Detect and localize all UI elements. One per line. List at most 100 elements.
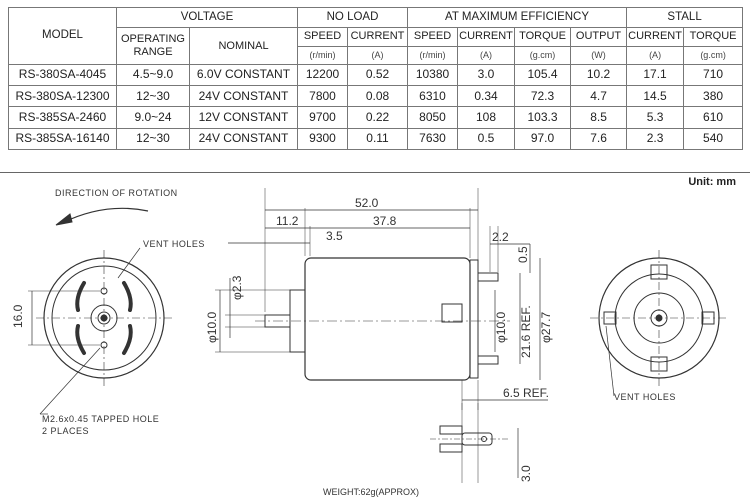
header-eff-speed: SPEED — [407, 27, 459, 47]
dim-52-0: 52.0 — [355, 196, 379, 210]
table-cell: 12200 — [297, 63, 348, 87]
table-cell: 24V CONSTANT — [189, 127, 298, 151]
table-cell: 9.0~24 — [116, 106, 190, 129]
table-cell: 0.22 — [346, 106, 409, 129]
unit-stall-current: (A) — [626, 45, 685, 65]
table-cell: 72.3 — [514, 85, 572, 108]
model-cell: RS-380SA-4045 — [8, 63, 117, 87]
side-view — [215, 188, 548, 410]
unit-eff-torque: (g.cm) — [514, 45, 572, 65]
unit-stall-torque: (g.cm) — [683, 45, 744, 65]
table-cell: 7.6 — [570, 127, 628, 151]
model-cell: RS-385SA-2460 — [8, 106, 117, 129]
table-cell: 3.0 — [457, 63, 516, 87]
vent-holes-label-left: VENT HOLES — [143, 239, 205, 249]
table-cell: 5.3 — [626, 106, 685, 129]
table-cell: 105.4 — [514, 63, 572, 87]
unit-eff-current: (A) — [457, 45, 516, 65]
table-cell: 9300 — [297, 127, 348, 151]
table-cell: 10380 — [407, 63, 459, 87]
direction-of-rotation-label: DIRECTION OF ROTATION — [55, 188, 178, 198]
table-cell: 14.5 — [626, 85, 685, 108]
dim-dia-27-7: φ27.7 — [539, 312, 553, 343]
dim-2-2: 2.2 — [492, 230, 509, 244]
table-cell: 12~30 — [116, 85, 190, 108]
rotation-arrow-head — [55, 213, 73, 226]
header-model: MODEL — [8, 7, 117, 65]
table-cell: 8.5 — [570, 106, 628, 129]
terminal-bottom — [477, 355, 499, 365]
table-cell: 0.08 — [346, 85, 409, 108]
table-cell: 4.7 — [570, 85, 628, 108]
end-cap — [469, 259, 479, 379]
table-cell: 9700 — [297, 106, 348, 129]
header-stall: STALL — [626, 6, 744, 29]
table-cell: 17.1 — [626, 63, 685, 87]
unit-eff-speed: (r/min) — [407, 45, 459, 65]
rotation-arc — [61, 207, 149, 224]
table-cell: 540 — [683, 127, 744, 151]
table-cell: 380 — [683, 85, 744, 108]
header-operating-range: OPERATING RANGE — [116, 27, 190, 65]
header-max-efficiency: AT MAXIMUM EFFICIENCY — [407, 6, 628, 29]
table-cell: 0.5 — [457, 127, 516, 151]
dim-3-5: 3.5 — [326, 229, 343, 243]
table-cell: 0.52 — [346, 63, 409, 87]
spec-table: MODEL VOLTAGE NO LOAD AT MAXIMUM EFFICIE… — [8, 6, 744, 151]
dim-16-0: 16.0 — [11, 304, 25, 328]
motor-can — [304, 257, 471, 381]
dim-37-8: 37.8 — [373, 214, 397, 228]
header-no-load: NO LOAD — [296, 6, 409, 29]
unit-eff-output: (W) — [570, 45, 628, 65]
header-voltage: VOLTAGE — [116, 6, 298, 29]
table-cell: 710 — [683, 63, 744, 87]
unit-note: Unit: mm — [688, 176, 736, 188]
right-vent-hole-1 — [603, 311, 617, 325]
terminal-detail — [430, 403, 519, 483]
table-cell: 97.0 — [514, 127, 572, 151]
weight-note: WEIGHT:62g(APPROX) — [323, 487, 420, 497]
table-cell: 12V CONSTANT — [189, 106, 298, 129]
section-divider — [0, 172, 750, 173]
table-cell: 103.3 — [514, 106, 572, 129]
table-cell: 7630 — [407, 127, 459, 151]
table-cell: 6310 — [407, 85, 459, 108]
dim-11-2: 11.2 — [276, 214, 299, 228]
motor-dimension-drawing: DIRECTION OF ROTATION VENT HOLES M2.6x0.… — [11, 188, 728, 483]
unit-noload-speed: (r/min) — [297, 45, 348, 65]
tapped-hole-count-label: 2 PLACES — [42, 426, 89, 436]
table-cell: 610 — [683, 106, 744, 129]
table-cell: 10.2 — [570, 63, 628, 87]
header-nominal: NOMINAL — [189, 27, 298, 65]
table-cell: 4.5~9.0 — [116, 63, 190, 87]
left-vent-hole-3 — [75, 324, 86, 355]
dim-3-0: 3.0 — [519, 465, 533, 482]
left-vent-hole-2 — [122, 281, 133, 312]
dim-dia-10-0-left: φ10.0 — [205, 312, 219, 343]
table-cell: 24V CONSTANT — [189, 85, 298, 108]
table-cell: 0.34 — [457, 85, 516, 108]
dim-6-5-ref: 6.5 REF. — [503, 386, 549, 400]
dim-21-6-ref: 21.6 REF. — [519, 305, 533, 358]
model-cell: RS-385SA-16140 — [8, 127, 117, 151]
header-eff-torque: TORQUE — [514, 27, 572, 47]
dim-dia-10-0-right: φ10.0 — [494, 312, 508, 343]
dim-0-5: 0.5 — [516, 246, 530, 263]
right-end-view — [590, 250, 728, 397]
header-stall-torque: TORQUE — [683, 27, 744, 47]
tapped-hole-label: M2.6x0.45 TAPPED HOLE — [42, 414, 159, 424]
header-noload-speed: SPEED — [297, 27, 348, 47]
terminal-top — [477, 272, 499, 282]
table-cell: 6.0V CONSTANT — [189, 63, 298, 87]
table-cell: 12~30 — [116, 127, 190, 151]
header-stall-current: CURRENT — [626, 27, 685, 47]
left-vent-hole-1 — [75, 281, 86, 312]
left-end-view — [28, 247, 172, 415]
table-cell: 0.11 — [346, 127, 409, 151]
header-noload-current: CURRENT — [346, 27, 409, 47]
